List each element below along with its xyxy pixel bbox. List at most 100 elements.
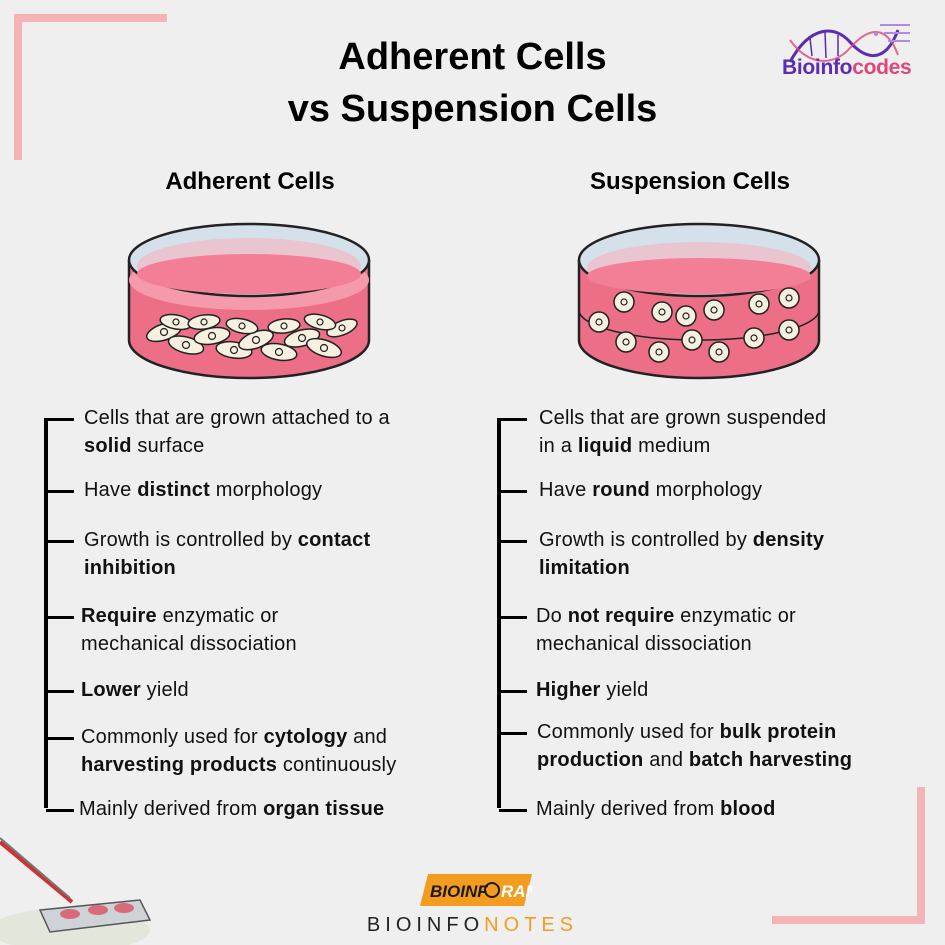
- emphasis-text: not require: [567, 605, 675, 627]
- plain-text: morphology: [209, 479, 323, 501]
- list-item: Lower yield: [81, 676, 189, 704]
- list-item-line: Have round morphology: [539, 476, 762, 504]
- list-item-line: Growth is controlled by contact: [84, 526, 370, 554]
- plain-text: Growth is controlled by: [539, 529, 753, 551]
- plain-text: yield: [600, 679, 649, 701]
- emphasis-text: round: [592, 479, 650, 501]
- emphasis-text: liquid: [577, 435, 633, 457]
- emphasis-text: limitation: [539, 557, 630, 579]
- bioinfonotes-wordmark: BIOINFONOTES: [366, 914, 579, 936]
- emphasis-text: contact: [297, 529, 371, 551]
- corner-accent-bottom-right-vertical: [917, 787, 925, 924]
- list-item-line: mechanical dissociation: [536, 630, 796, 658]
- plain-text: Have: [539, 479, 593, 501]
- plain-text: Commonly used for: [81, 726, 264, 748]
- list-item-line: Commonly used for bulk protein: [537, 718, 852, 746]
- emphasis-text: inhibition: [84, 557, 176, 579]
- list-item-line: Have distinct morphology: [84, 476, 322, 504]
- plain-text: continuously: [277, 754, 397, 776]
- list-connector-tick: [46, 809, 74, 812]
- list-item: Mainly derived from organ tissue: [79, 795, 384, 823]
- list-item-line: mechanical dissociation: [81, 630, 297, 658]
- list-item: Higher yield: [536, 676, 648, 704]
- plain-text: enzymatic or: [156, 605, 279, 627]
- list-item-line: inhibition: [84, 554, 370, 582]
- emphasis-text: bulk protein: [719, 721, 837, 743]
- plain-text: Do: [536, 605, 568, 627]
- list-item-line: Cells that are grown attached to a: [84, 404, 390, 432]
- list-item-line: Require enzymatic or: [81, 602, 297, 630]
- list-connector-tick: [499, 809, 527, 812]
- emphasis-text: distinct: [137, 479, 210, 501]
- dna-logo-icon: [788, 24, 910, 63]
- list-item-line: limitation: [539, 554, 824, 582]
- list-connector-tick: [46, 737, 74, 740]
- right-list-connector: [497, 418, 501, 808]
- emphasis-text: Lower: [81, 679, 141, 701]
- plain-text: Commonly used for: [537, 721, 720, 743]
- list-item-line: Lower yield: [81, 676, 189, 704]
- plain-text: Mainly derived from: [536, 798, 721, 820]
- suspension-heading: Suspension Cells: [589, 168, 791, 195]
- list-item: Growth is controlled by density limitatio…: [539, 526, 824, 582]
- plain-text: medium: [632, 435, 711, 457]
- emphasis-text: density: [752, 529, 825, 551]
- emphasis-text: cytology: [263, 726, 348, 748]
- list-connector-tick: [46, 540, 74, 543]
- emphasis-text: Require: [81, 605, 157, 627]
- plain-text: enzymatic or: [674, 605, 796, 627]
- list-connector-tick: [499, 540, 527, 543]
- plain-text: Cells that are grown attached to a: [84, 407, 390, 429]
- suspension-culture-dish-icon: [577, 222, 821, 380]
- corner-accent-top-left: [14, 14, 167, 22]
- list-connector-tick: [46, 418, 74, 421]
- list-item-line: in a liquid medium: [539, 432, 826, 460]
- badge-text-a: BIOINF: [430, 882, 488, 901]
- list-item-line: Growth is controlled by density: [539, 526, 824, 554]
- list-item: Require enzymatic or mechanical dissociat…: [81, 602, 297, 658]
- corner-accent-top-left-vertical: [14, 14, 22, 160]
- pipette-culture-plate-icon: [0, 837, 152, 945]
- list-item: Growth is controlled by contact inhibitio…: [84, 526, 370, 582]
- plain-text: morphology: [649, 479, 763, 501]
- plain-text: and: [347, 726, 388, 748]
- plain-text: mechanical dissociation: [81, 633, 297, 655]
- plain-text: surface: [131, 435, 205, 457]
- list-item-line: solid surface: [84, 432, 390, 460]
- list-item-line: Do not require enzymatic or: [536, 602, 796, 630]
- list-item-line: Mainly derived from blood: [536, 795, 776, 823]
- badge-text-b: RANGE: [501, 882, 532, 901]
- emphasis-text: blood: [720, 798, 776, 820]
- list-item: Cells that are grown attached to a solid …: [84, 404, 390, 460]
- list-item: Commonly used for bulk protein production…: [537, 718, 852, 774]
- adherent-culture-dish-icon: [127, 222, 371, 380]
- list-connector-tick: [499, 616, 527, 619]
- logo-wordmark: Bioinfocodes: [782, 56, 912, 79]
- list-connector-tick: [46, 616, 74, 619]
- plain-text: Have: [84, 479, 138, 501]
- list-connector-tick: [499, 732, 527, 735]
- emphasis-text: batch harvesting: [688, 749, 853, 771]
- emphasis-text: organ tissue: [263, 798, 385, 820]
- list-connector-tick: [499, 490, 527, 493]
- emphasis-text: Higher: [536, 679, 601, 701]
- list-item-line: Mainly derived from organ tissue: [79, 795, 384, 823]
- left-list-connector: [44, 418, 48, 808]
- list-connector-tick: [499, 690, 527, 693]
- list-item-line: Higher yield: [536, 676, 648, 704]
- emphasis-text: production: [537, 749, 644, 771]
- bioinforange-badge-icon: BIOINF RANGE: [420, 874, 532, 906]
- list-connector-tick: [46, 690, 74, 693]
- emphasis-text: solid: [84, 435, 132, 457]
- plain-text: in a: [539, 435, 578, 457]
- list-connector-tick: [499, 418, 527, 421]
- plain-text: yield: [140, 679, 189, 701]
- plain-text: Growth is controlled by: [84, 529, 298, 551]
- list-item: Mainly derived from blood: [536, 795, 776, 823]
- list-item: Have distinct morphology: [84, 476, 322, 504]
- plain-text: and: [643, 749, 689, 771]
- plain-text: Mainly derived from: [79, 798, 264, 820]
